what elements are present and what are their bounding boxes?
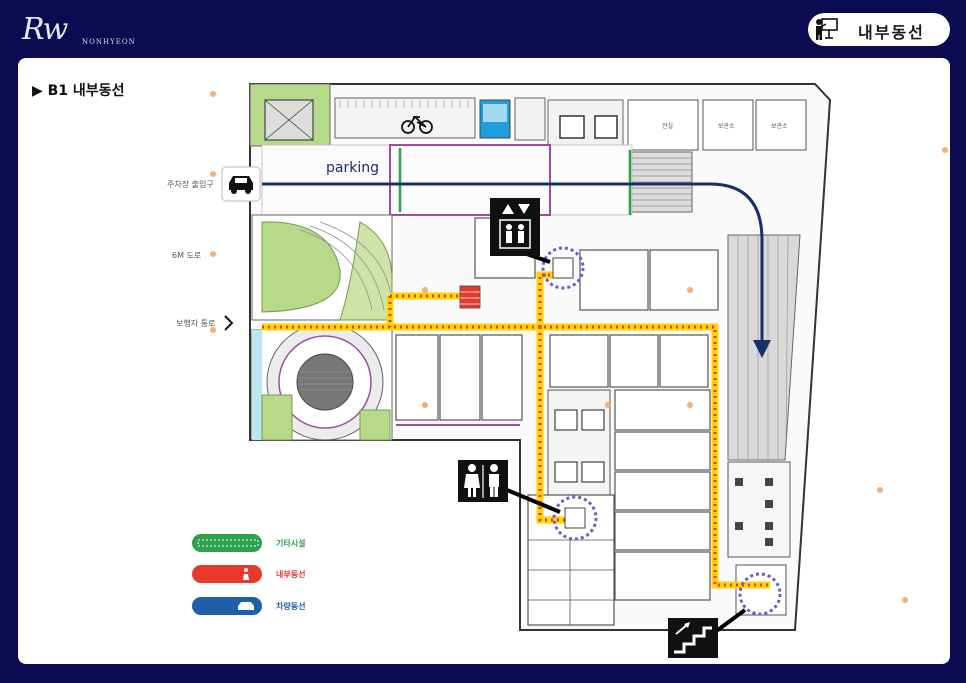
service-rooms	[727, 461, 791, 558]
logo-script: Rw	[22, 12, 68, 47]
brand-logo: Rw NONHYEON	[22, 12, 152, 50]
sunken-court	[296, 353, 354, 411]
legend-swatch-vehicle	[192, 597, 262, 615]
room-label: 전실	[662, 122, 673, 130]
room-label: 보관소	[718, 122, 735, 130]
stairs-icon	[668, 618, 718, 658]
legend-label-internal: 내부동선	[276, 570, 306, 579]
bicycle-icon	[401, 115, 433, 134]
purple-zone	[389, 144, 551, 216]
road-label: 6M 도로	[172, 251, 202, 260]
page-badge: 내부동선	[808, 13, 950, 46]
parking-label: parking	[326, 160, 379, 176]
elevator-icon	[490, 198, 540, 256]
section-title: ▶ B1 내부동선	[32, 83, 125, 99]
room-label: 보관소	[771, 122, 788, 130]
vehicle-route	[262, 182, 771, 358]
storage-room-1	[627, 99, 699, 151]
legend-label-facilities: 기타시설	[276, 539, 306, 548]
core-circle	[541, 246, 782, 616]
restroom-icon	[458, 460, 508, 502]
parking-entrance-label: 주차장 출입구	[167, 180, 214, 189]
legend-label-vehicle: 차량동선	[276, 602, 306, 611]
badge-label: 내부동선	[858, 23, 925, 42]
arrow-right-icon	[224, 315, 234, 331]
legend-swatch-internal	[192, 565, 262, 583]
internal-route	[262, 271, 770, 589]
landscape-garden	[261, 221, 341, 313]
storage-room-2	[702, 99, 754, 151]
vehicle-route-arrow	[753, 340, 771, 358]
legend-swatch-facilities	[192, 534, 262, 552]
parking-aisle	[261, 144, 633, 216]
presenter-board-icon	[816, 18, 838, 40]
car-icon	[221, 166, 261, 202]
logo-wordmark: NONHYEON	[82, 38, 136, 46]
pedestrian-entrance-label: 보행자 통로	[176, 319, 216, 328]
storage-room-3	[755, 99, 807, 151]
